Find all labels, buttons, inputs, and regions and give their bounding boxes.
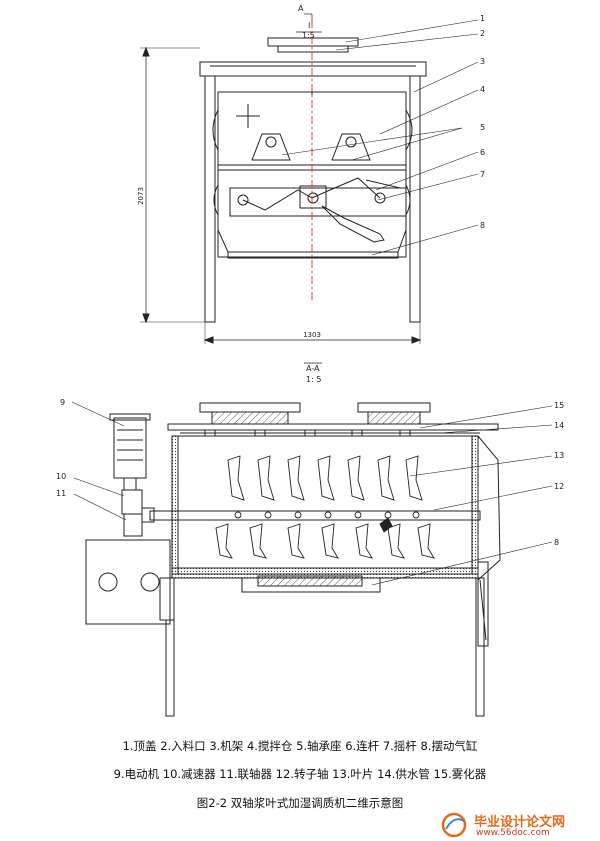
lower-leaders — [71, 401, 553, 586]
callout-5: 5 — [480, 123, 485, 132]
section-scale: 1:5 — [302, 31, 315, 40]
figure-caption: 图2-2 双轴浆叶式加湿调质机二维示意图 — [196, 796, 404, 810]
top-cap-band — [167, 423, 499, 431]
chamber-section — [171, 435, 479, 575]
watermark-text: 毕业设计论文网 — [474, 815, 566, 830]
callout-10: 10 — [56, 472, 66, 481]
height-dimension: 2073 — [137, 187, 145, 205]
section-title-scale: 1: 5 — [306, 375, 321, 384]
motor — [113, 417, 147, 479]
linkage-box — [229, 187, 407, 217]
front-view — [140, 13, 427, 364]
swing-cylinder — [321, 205, 385, 243]
upper-leaders — [281, 19, 479, 256]
coupling — [123, 513, 143, 537]
frame-leg-right — [409, 75, 421, 323]
callout-12: 12 — [554, 482, 564, 491]
rotor-shaft — [149, 510, 481, 521]
section-ref: I — [308, 21, 310, 30]
callout-15: 15 — [554, 401, 564, 410]
callout-11: 11 — [56, 489, 66, 498]
blades — [215, 455, 435, 559]
callout-3: 3 — [480, 57, 485, 66]
section-marker-a: A — [298, 4, 304, 13]
legend-line-1: 1.顶盖 2.入料口 3.机架 4.搅拌仓 5.轴承座 6.连杆 7.摇杆 8.… — [122, 739, 478, 753]
callout-13: 13 — [554, 451, 564, 460]
callout-6: 6 — [480, 148, 485, 157]
callout-8: 8 — [480, 221, 485, 230]
bearing-seat-right — [331, 133, 371, 161]
callout-4: 4 — [480, 85, 485, 94]
inlet-flange-left — [199, 402, 301, 413]
legend-line-2: 9.电动机 10.减速器 11.联轴器 12.转子轴 13.叶片 14.供水管 … — [113, 767, 487, 781]
callout-1: 1 — [480, 14, 485, 23]
watermark-url: www.56doc.com — [476, 828, 550, 838]
bearing-seat-left — [251, 133, 291, 161]
frame-top-beam — [199, 61, 427, 77]
inlet-flange-right — [357, 402, 431, 413]
reducer — [121, 489, 143, 515]
watermark-logo-icon — [441, 812, 467, 838]
frame-leg-left — [204, 75, 216, 323]
watermark: 毕业设计论文网 www.56doc.com — [440, 810, 598, 840]
motor-base — [85, 539, 171, 625]
width-dimension: 1303 — [303, 331, 321, 339]
callout-2: 2 — [480, 29, 485, 38]
chamber-bottom-plate — [227, 251, 399, 259]
callout-14: 14 — [554, 421, 564, 430]
callout-9: 9 — [60, 398, 65, 407]
inlet — [277, 45, 349, 53]
callout-7: 7 — [480, 170, 485, 179]
section-title: A-A — [306, 364, 320, 373]
section-view — [85, 402, 501, 717]
callout-8-lower: 8 — [554, 538, 559, 547]
